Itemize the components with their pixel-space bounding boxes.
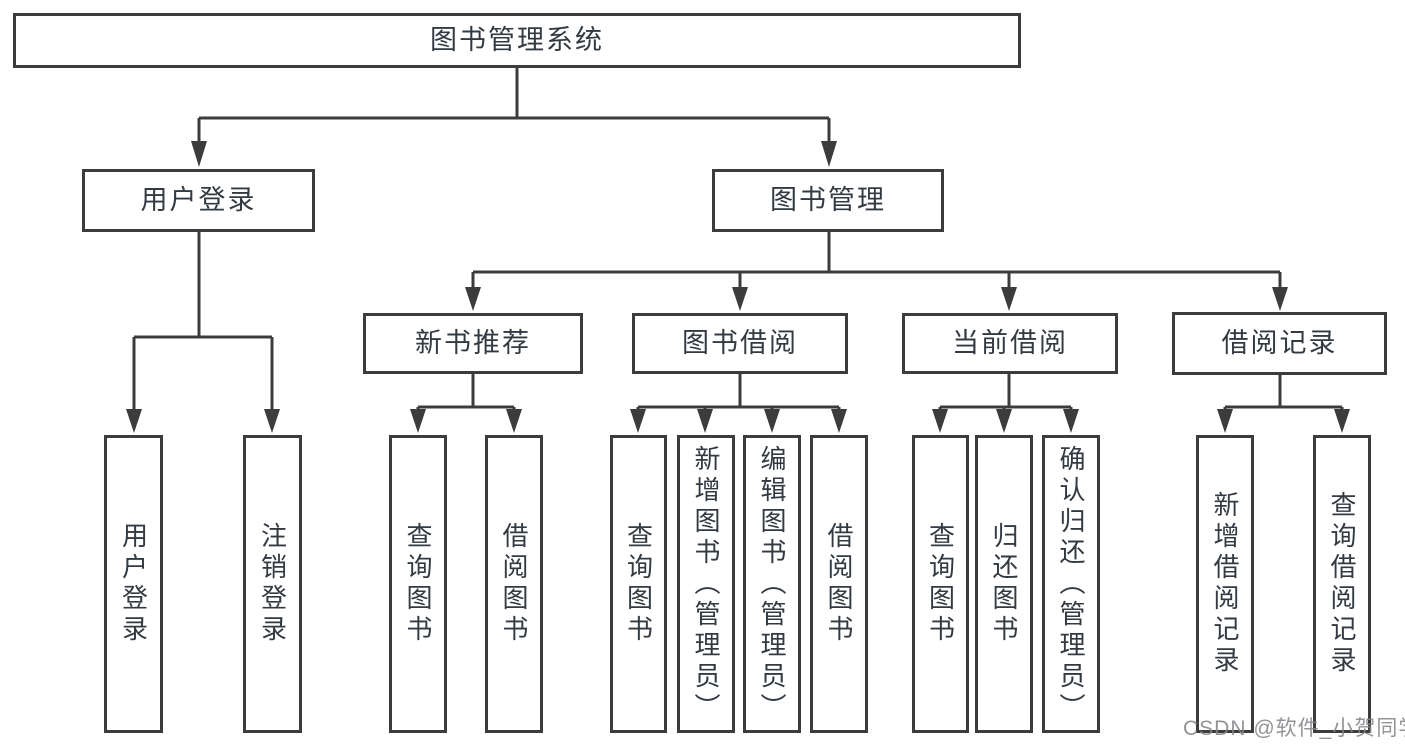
- leaf-current-query-books: 查询图书: [912, 435, 969, 733]
- leaf-current-confirm-return-admin: 确认归还（管理员）: [1042, 435, 1100, 733]
- node-borrow-record: 借阅记录: [1172, 312, 1387, 375]
- leaf-borrow-add-books-admin: 新增图书（管理员）: [677, 435, 735, 733]
- node-root: 图书管理系统: [13, 13, 1021, 68]
- csdn-watermark: CSDN @软件_小贺同学: [1183, 717, 1405, 740]
- node-user-login: 用户登录: [82, 169, 315, 232]
- leaf-borrow-query-books: 查询图书: [610, 435, 667, 733]
- leaf-borrow-borrow-books: 借阅图书: [810, 435, 868, 733]
- leaf-record-add-borrow-record: 新增借阅记录: [1196, 435, 1254, 733]
- node-current-borrow: 当前借阅: [902, 313, 1118, 374]
- node-book-borrow: 图书借阅: [632, 313, 848, 374]
- leaf-current-return-books: 归还图书: [975, 435, 1033, 733]
- node-new-book-recommend: 新书推荐: [363, 313, 583, 374]
- node-book-management: 图书管理: [712, 169, 944, 232]
- leaf-logout: 注销登录: [243, 435, 302, 733]
- leaf-newbook-borrow-books: 借阅图书: [485, 435, 543, 733]
- leaf-record-query-borrow-record: 查询借阅记录: [1313, 435, 1371, 733]
- arrowhead-icons: [126, 141, 1350, 433]
- leaf-borrow-edit-books-admin: 编辑图书（管理员）: [743, 435, 801, 733]
- leaf-newbook-query-books: 查询图书: [389, 435, 447, 733]
- leaf-user-login: 用户登录: [104, 435, 163, 733]
